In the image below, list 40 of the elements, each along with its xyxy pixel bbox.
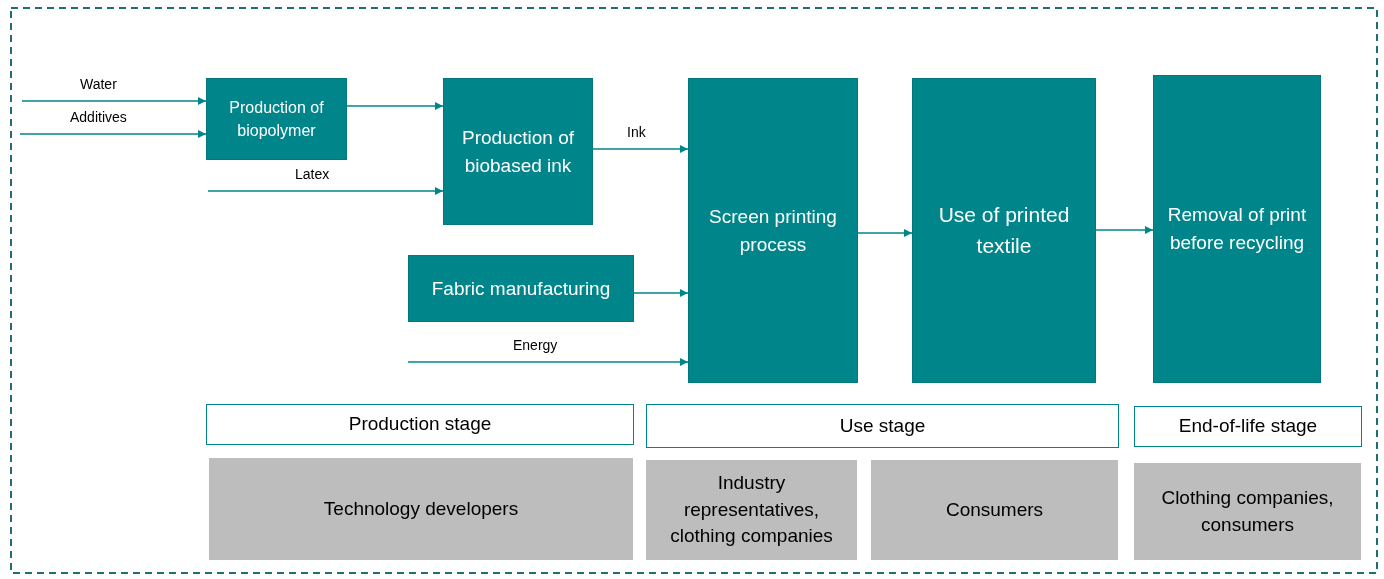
stakeholder-box: [646, 460, 857, 560]
process-box: [206, 78, 347, 160]
node-text: Production stage: [348, 412, 492, 437]
edge-label: Water: [78, 76, 119, 92]
process-box: [912, 78, 1096, 383]
arrow: [857, 229, 913, 237]
node-text: Consumers: [945, 497, 1044, 522]
edge-label: Energy: [511, 337, 560, 353]
node-text: Production of biopolymer: [228, 97, 325, 141]
arrow: [592, 145, 689, 153]
edge-label: Additives: [68, 109, 129, 125]
node-text: Fabric manufacturing: [431, 276, 611, 301]
arrow: [21, 97, 207, 105]
arrow: [1095, 226, 1154, 234]
arrow: [19, 130, 207, 138]
stakeholder-box: [1134, 463, 1361, 560]
node-text: Removal of print before recycling: [1166, 203, 1308, 255]
process-box: [443, 78, 593, 225]
stakeholder-box: [209, 458, 633, 560]
stage-header: [646, 404, 1119, 448]
node-text: Clothing companies, consumers: [1160, 485, 1335, 537]
node-text: Technology developers: [323, 496, 519, 521]
process-box: [688, 78, 858, 383]
arrow: [207, 187, 444, 195]
stakeholder-box: [871, 460, 1118, 560]
node-text: Use of printed textile: [937, 202, 1071, 259]
node-text: Use stage: [839, 413, 926, 438]
arrow: [407, 358, 689, 366]
node-text: Industry representatives, clothing companies: [669, 471, 834, 549]
node-text: End-of-life stage: [1178, 414, 1318, 439]
node-text: Screen printing process: [708, 204, 838, 257]
stage-header: [1134, 406, 1362, 447]
process-box: [408, 255, 634, 322]
stage-header: [206, 404, 634, 445]
edge-label: Ink: [625, 124, 648, 140]
arrow: [633, 289, 689, 297]
arrow: [346, 102, 444, 110]
edge-label: Latex: [293, 166, 332, 182]
node-text: Production of biobased ink: [461, 125, 575, 178]
process-box: [1153, 75, 1321, 383]
